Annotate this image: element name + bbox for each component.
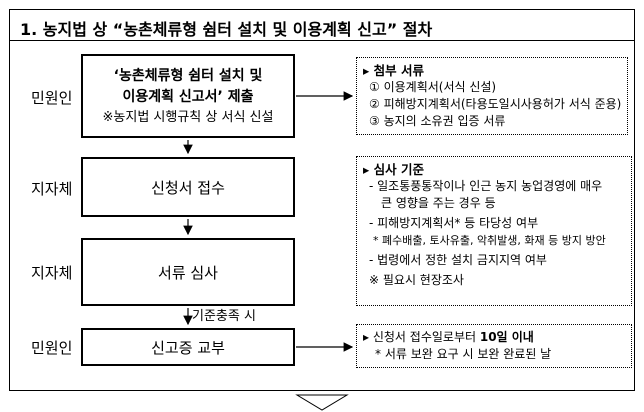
bullet-icon: ▸ [363,330,373,344]
note-item-continued: 큰 영향을 주는 경우 등 [381,196,496,210]
note-heading: ▸ 첨부 서류 [363,62,621,79]
note-item: - 일조통풍통작이나 인근 농지 농업경영에 매우 [369,179,603,193]
criteria-note: ▸ 심사 기준 - 일조통풍통작이나 인근 농지 농업경영에 매우 큰 영향을 … [356,156,632,306]
note-item: * 서류 보완 요구 시 보완 완료된 날 [375,347,552,361]
step-label: 신청서 접수 [151,178,225,197]
step-line: 이용계획 신고서’ 제출 [122,88,254,105]
note-heading: ▸ 신청서 접수일로부터 10일 이내 [363,329,625,346]
note-item: ※ 필요시 현장조사 [369,273,464,287]
step-receipt-box: 신청서 접수 [81,157,295,217]
actor-label: 민원인 [31,89,73,107]
continue-arrow-icon [295,394,349,411]
note-item: - 법령에서 정한 설치 금지지역 여부 [369,253,547,267]
step-submit-box: ‘농촌체류형 쉼터 설치 및 이용계획 신고서’ 제출 ※농지법 시행규칙 상 … [81,54,295,138]
actor-label: 지자체 [31,180,73,198]
step-note: ※농지법 시행규칙 상 서식 신설 [102,109,274,125]
title-bar: 1. 농지법 상 “농촌체류형 쉼터 설치 및 이용계획 신고” 절차 [9,9,635,41]
note-item: ② 피해방지계획서(타용도일시사용허가 서식 준용) [369,97,622,111]
step-issue-box: 신고증 교부 [81,328,295,366]
diagram-title: 1. 농지법 상 “농촌체류형 쉼터 설치 및 이용계획 신고” 절차 [20,20,433,39]
note-heading-text: 첨부 서류 [373,63,424,78]
step-label: 서류 심사 [158,263,218,282]
note-heading-text: 신청서 접수일로부터 [372,330,480,344]
note-heading-text: 심사 기준 [373,162,424,177]
note-heading: ▸ 심사 기준 [363,161,625,178]
note-subitem: * 폐수배출, 토사유출, 악취발생, 화재 등 방지 방안 [373,234,606,247]
actor-label: 민원인 [31,339,73,357]
condition-label: 기준충족 시 [192,309,256,324]
deadline-text: 10일 이내 [479,330,534,344]
bullet-icon: ▸ [363,162,374,177]
step-review-box: 서류 심사 [81,238,295,306]
note-item: ① 이용계획서(서식 신설) [369,80,497,94]
step-label: 신고증 교부 [151,338,225,357]
step-line: ‘농촌체류형 쉼터 설치 및 [113,67,263,84]
issuance-note: ▸ 신청서 접수일로부터 10일 이내 * 서류 보완 요구 시 보완 완료된 … [356,324,632,368]
attachments-note: ▸ 첨부 서류 ① 이용계획서(서식 신설) ② 피해방지계획서(타용도일시사용… [356,57,628,135]
actor-label: 지자체 [31,264,73,282]
note-item: - 피해방지계획서* 등 타당성 여부 [369,216,539,230]
bullet-icon: ▸ [363,63,374,78]
note-item: ③ 농지의 소유권 입증 서류 [369,114,506,128]
